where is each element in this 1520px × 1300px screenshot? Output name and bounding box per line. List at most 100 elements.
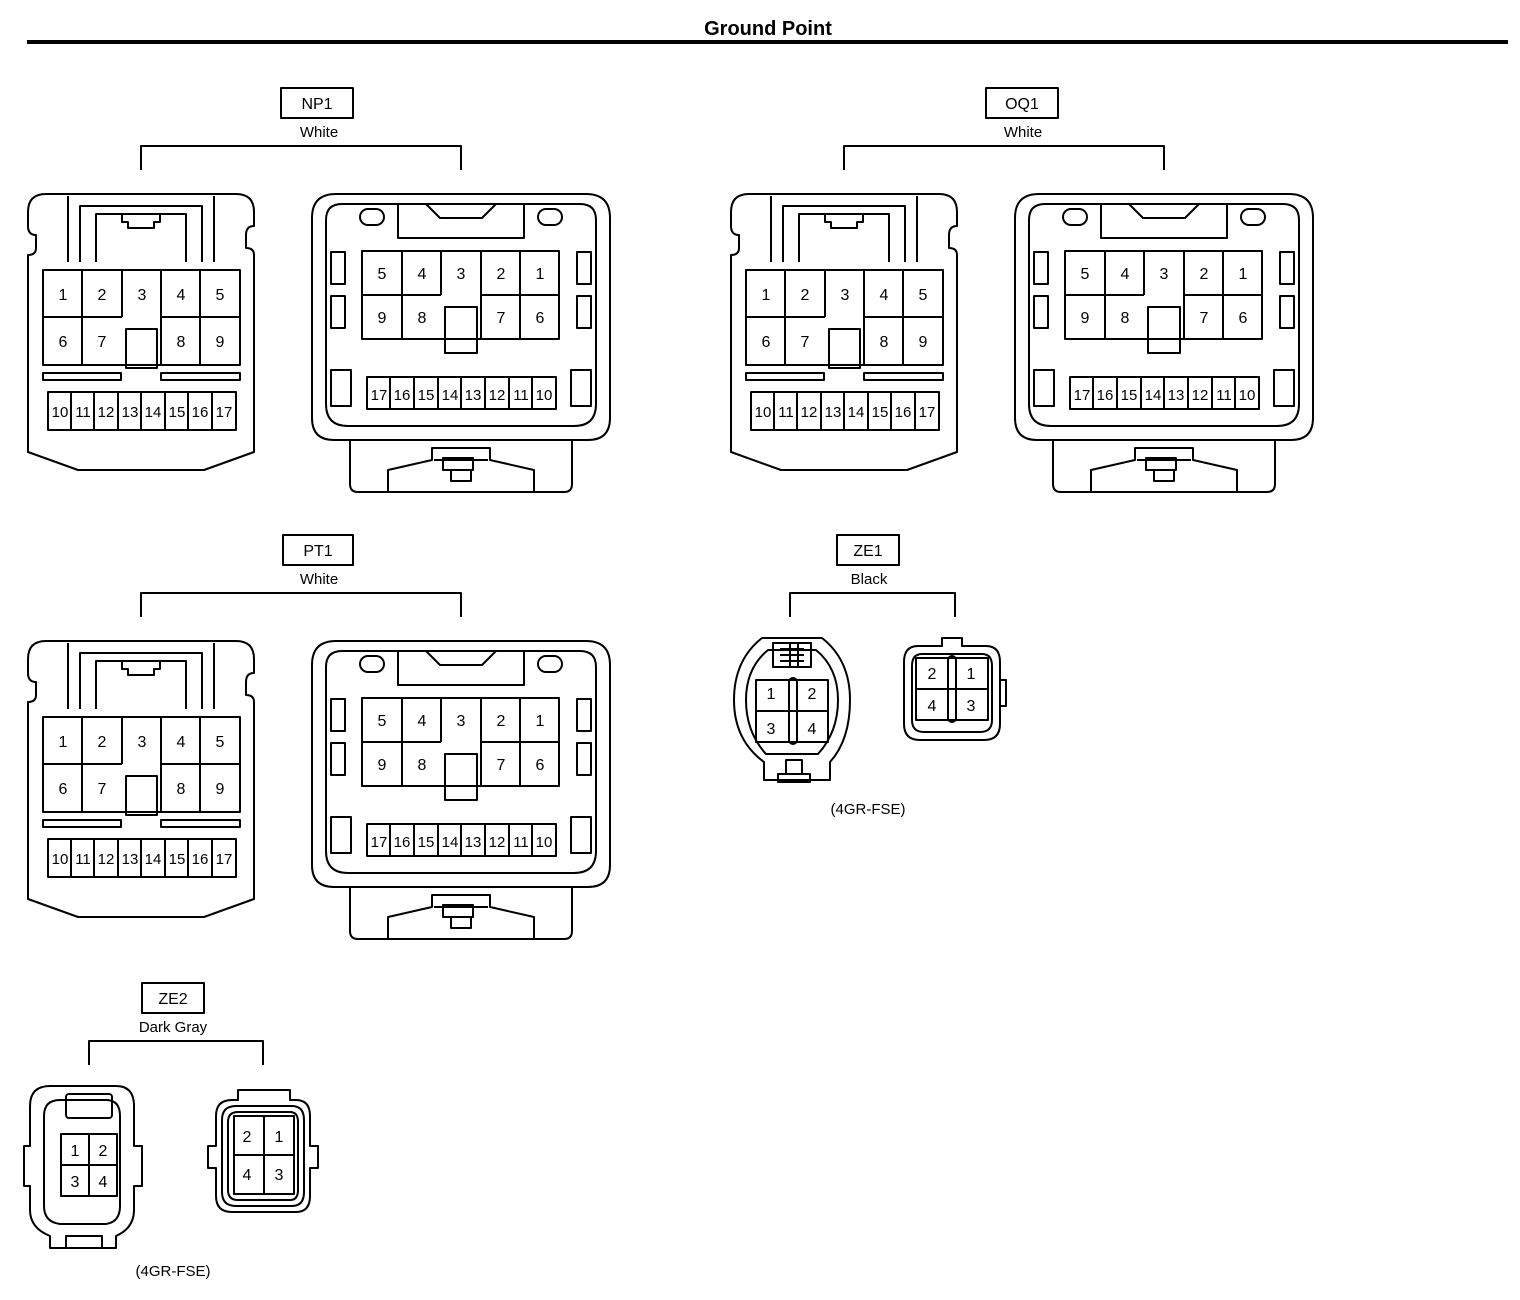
pin-label: 16 (192, 404, 209, 421)
pin-label: 15 (872, 404, 889, 421)
pin-label: 10 (52, 851, 69, 868)
pin-label: 6 (536, 310, 545, 327)
pin-label: 6 (762, 334, 771, 351)
pin-label: 3 (1160, 266, 1169, 283)
pin-label: 9 (216, 781, 225, 798)
connector-code: PT1 (303, 543, 332, 560)
connector-bracket (140, 592, 462, 617)
connector-male-view (27, 193, 255, 471)
pin-label: 10 (52, 404, 69, 421)
pin-label: 12 (1192, 387, 1209, 404)
pin-label: 10 (755, 404, 772, 421)
pin-label: 2 (497, 266, 506, 283)
pin-label: 14 (145, 851, 162, 868)
pin-label: 2 (1200, 266, 1209, 283)
pin-label: 16 (394, 834, 411, 851)
pin-label: 9 (919, 334, 928, 351)
page-title: Ground Point (704, 18, 832, 40)
pin-label: 12 (489, 834, 506, 851)
pin-label: 15 (418, 387, 435, 404)
pin-label: 13 (122, 404, 139, 421)
pin-label: 5 (1081, 266, 1090, 283)
connector-ze1: ZE1 Black 1 2 3 4 2 1 4 3 (4GR-FSE) (733, 534, 1007, 818)
pin-label: 3 (457, 266, 466, 283)
pin-label: 13 (825, 404, 842, 421)
connector-female-view (311, 640, 611, 940)
pin-label: 4 (177, 287, 186, 304)
engine-note: (4GR-FSE) (136, 1263, 211, 1280)
pin-label: 6 (1239, 310, 1248, 327)
pin-label: 3 (138, 734, 147, 751)
pin-label: 4 (1121, 266, 1130, 283)
connector-color: Dark Gray (139, 1019, 208, 1036)
connector-color: Black (851, 571, 888, 588)
pin-label: 17 (1074, 387, 1091, 404)
pin-label: 10 (536, 834, 553, 851)
connector-color: White (300, 571, 338, 588)
pin-label: 15 (418, 834, 435, 851)
pin-label: 1 (762, 287, 771, 304)
pin-label: 5 (378, 266, 387, 283)
connector-code-box (282, 534, 354, 566)
connector-code: ZE1 (853, 543, 882, 560)
pin-label: 3 (457, 713, 466, 730)
pin-label: 4 (99, 1174, 108, 1191)
pin-label: 8 (418, 310, 427, 327)
pin-label: 6 (536, 757, 545, 774)
pin-label: 14 (848, 404, 865, 421)
pin-label: 13 (465, 834, 482, 851)
pin-label: 1 (536, 266, 545, 283)
connector-code-box (141, 982, 205, 1014)
pin-label: 5 (378, 713, 387, 730)
pin-label: 12 (98, 851, 115, 868)
pin-label: 4 (418, 266, 427, 283)
pin-label: 1 (967, 666, 976, 683)
pin-label: 4 (418, 713, 427, 730)
pin-label: 17 (216, 404, 233, 421)
connector-female-view (311, 193, 611, 493)
connector-code-box (985, 87, 1059, 119)
pin-label: 7 (1200, 310, 1209, 327)
pin-label: 14 (145, 404, 162, 421)
connector-color: White (300, 124, 338, 141)
pin-label: 3 (71, 1174, 80, 1191)
pin-label: 7 (98, 334, 107, 351)
pin-label: 11 (75, 851, 91, 868)
connector-bracket (843, 145, 1165, 170)
pin-label: 5 (919, 287, 928, 304)
pin-label: 7 (497, 310, 506, 327)
pin-label: 12 (801, 404, 818, 421)
pin-label: 7 (98, 781, 107, 798)
pin-label: 13 (1168, 387, 1185, 404)
connector-male-view (27, 640, 255, 918)
pin-label: 14 (1145, 387, 1162, 404)
pin-label: 4 (808, 721, 817, 738)
pin-label: 4 (177, 734, 186, 751)
pin-label: 7 (497, 757, 506, 774)
connector-code: ZE2 (158, 991, 187, 1008)
connector-male-view (23, 1085, 143, 1249)
pin-label: 5 (216, 287, 225, 304)
pin-label: 10 (536, 387, 553, 404)
pin-label: 8 (177, 781, 186, 798)
pin-label: 13 (465, 387, 482, 404)
connector-code-box (836, 534, 900, 566)
connector-female-view (207, 1089, 319, 1213)
pin-label: 8 (177, 334, 186, 351)
connector-male-view (733, 637, 851, 783)
pin-label: 1 (1239, 266, 1248, 283)
pin-label: 1 (536, 713, 545, 730)
pin-label: 1 (59, 734, 68, 751)
pin-label: 16 (895, 404, 912, 421)
pin-label: 3 (138, 287, 147, 304)
pin-label: 12 (489, 387, 506, 404)
pin-label: 11 (1216, 387, 1232, 404)
connector-female-view (1014, 193, 1314, 493)
connector-bracket (140, 145, 462, 170)
pin-label: 17 (371, 834, 388, 851)
pin-label: 12 (98, 404, 115, 421)
pin-label: 4 (928, 698, 937, 715)
